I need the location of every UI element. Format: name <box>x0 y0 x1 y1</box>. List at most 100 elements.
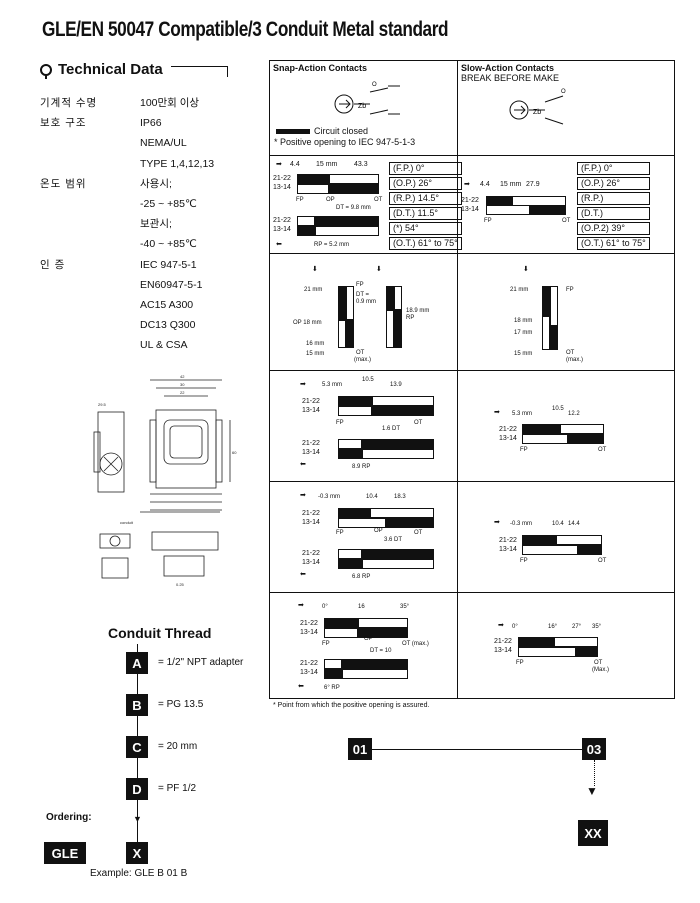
dimension-drawing: 29.5 42 30 22 60 conduit 0.25 <box>93 374 237 587</box>
right-arrow-icon: ➡ <box>494 409 500 416</box>
snap-angle-value: (F.P.) 0° <box>389 162 462 175</box>
right-arrow-icon: ➡ <box>494 519 500 526</box>
snap-contact-symbol: Zb O <box>334 82 400 115</box>
spec-label <box>40 214 140 234</box>
right-arrow-icon: ➡ <box>300 381 306 388</box>
table-row-divider <box>269 481 675 482</box>
svg-text:29.5: 29.5 <box>98 402 107 407</box>
snap2-dt: DT = <box>356 292 370 298</box>
timing-bar <box>338 320 346 348</box>
conduit-code-c: C <box>126 736 148 758</box>
spec-value: TYPE 1,4,12,13 <box>140 157 215 170</box>
timing-bar <box>362 449 434 459</box>
slow5-fp: FP <box>516 660 524 666</box>
timing-bar <box>554 637 598 647</box>
timing-bar <box>522 535 556 545</box>
label-2122: 21-22 <box>499 537 517 544</box>
timing-bar <box>329 184 379 194</box>
timing-bar <box>362 439 434 449</box>
svg-text:30: 30 <box>180 382 185 387</box>
slow1-ot: OT <box>562 218 571 224</box>
snap4-dt: 3.6 DT <box>384 537 403 543</box>
technical-data-heading: Technical Data <box>40 61 228 79</box>
snap3-fp: FP <box>336 420 344 426</box>
snap2-d21: 21 mm <box>304 287 323 293</box>
legend-swatch <box>276 129 310 134</box>
sequence-line <box>372 749 582 750</box>
label-1314: 13-14 <box>499 546 517 553</box>
spec-row: DC13 Q300 <box>40 315 250 335</box>
slow4-ot: OT <box>598 558 607 564</box>
conduit-desc-a: = 1/2" NPT adapter <box>158 657 244 668</box>
timing-bar <box>338 449 362 459</box>
snap4-fp: FP <box>336 530 344 536</box>
timing-bar <box>522 545 578 555</box>
timing-bar <box>486 205 530 215</box>
snap2-rp: 18.9 mm <box>406 308 430 314</box>
timing-bar <box>386 518 434 528</box>
label-2122: 21-22 <box>300 660 318 667</box>
timing-bar <box>297 216 315 226</box>
slow5-max: (Max.) <box>592 667 609 673</box>
snap1-rp: RP = 5.2 mm <box>314 242 350 248</box>
slow-action-header: Slow-Action Contacts <box>461 63 555 73</box>
timing-bar <box>342 659 408 669</box>
spec-value: NEMA/UL <box>140 137 187 150</box>
slow3-ot: OT <box>598 447 607 453</box>
timing-bar <box>324 628 358 638</box>
label-1314: 13-14 <box>494 647 512 654</box>
label-2122: 21-22 <box>494 638 512 645</box>
label-1314: 13-14 <box>273 226 291 233</box>
timing-bar <box>550 326 558 350</box>
slow-contact-symbol: Zb O <box>509 89 566 125</box>
label-2122: 21-22 <box>273 175 291 182</box>
slow2-max: (max.) <box>566 357 583 363</box>
snap3-dt: 1.6 DT <box>382 426 401 432</box>
right-arrow-icon: ➡ <box>498 622 504 629</box>
snap2-d16: 16 mm <box>306 341 325 347</box>
snap3-ot: OT <box>414 420 423 426</box>
down-arrow-icon: ⬇ <box>376 266 382 273</box>
slow-angle-value: (O.P.) 26° <box>577 177 650 190</box>
snap4-rp: 6.8 RP <box>352 574 371 580</box>
slow3-d1: 5.3 mm <box>512 411 533 417</box>
contacts-table <box>269 60 675 699</box>
snap5-d1: 0° <box>322 604 328 610</box>
spec-value: 사용시; <box>140 177 172 190</box>
label-1314: 13-14 <box>273 184 291 191</box>
slow1-fp: FP <box>484 218 492 224</box>
spec-value: UL & CSA <box>140 339 188 352</box>
slow1-dist3: 27.9 <box>526 181 540 188</box>
slow2-d21: 21 mm <box>510 287 529 293</box>
snap2-fp: FP <box>356 282 364 288</box>
slow-angle-value: (O.P.2) 39° <box>577 222 650 235</box>
snap-angle-value: (O.P.) 26° <box>389 177 462 190</box>
snap4-d2: 10.4 <box>366 494 378 500</box>
sequence-start: 01 <box>348 738 372 760</box>
timing-bar <box>560 424 604 434</box>
right-arrow-icon: ➡ <box>276 161 282 168</box>
timing-bar <box>338 406 372 416</box>
timing-bar <box>338 559 362 569</box>
ordering-prefix: GLE <box>44 842 86 864</box>
label-2122: 21-22 <box>302 398 320 405</box>
timing-bar <box>576 647 598 657</box>
timing-bar <box>358 618 408 628</box>
snap5-rp: 6° RP <box>324 685 340 691</box>
slow-angle-value: (R.P.) <box>577 192 650 205</box>
slow3-d2: 10.5 <box>552 406 564 412</box>
sequence-result: XX <box>578 820 608 846</box>
snap1-fp: FP <box>296 197 304 203</box>
slow5-ot: OT <box>594 660 603 666</box>
table-row-divider <box>269 592 675 593</box>
label-1314: 13-14 <box>302 559 320 566</box>
snap-angle-value: (D.T.) 11.5° <box>389 207 462 220</box>
timing-bar <box>346 286 354 320</box>
timing-bar <box>518 647 576 657</box>
technical-data-title: Technical Data <box>58 61 163 78</box>
footnote: * Point from which the positive opening … <box>273 702 430 709</box>
spec-label: 온도 범위 <box>40 177 87 190</box>
spec-label <box>40 295 140 315</box>
spec-label: 인 증 <box>40 258 66 271</box>
svg-text:0.25: 0.25 <box>176 582 185 587</box>
